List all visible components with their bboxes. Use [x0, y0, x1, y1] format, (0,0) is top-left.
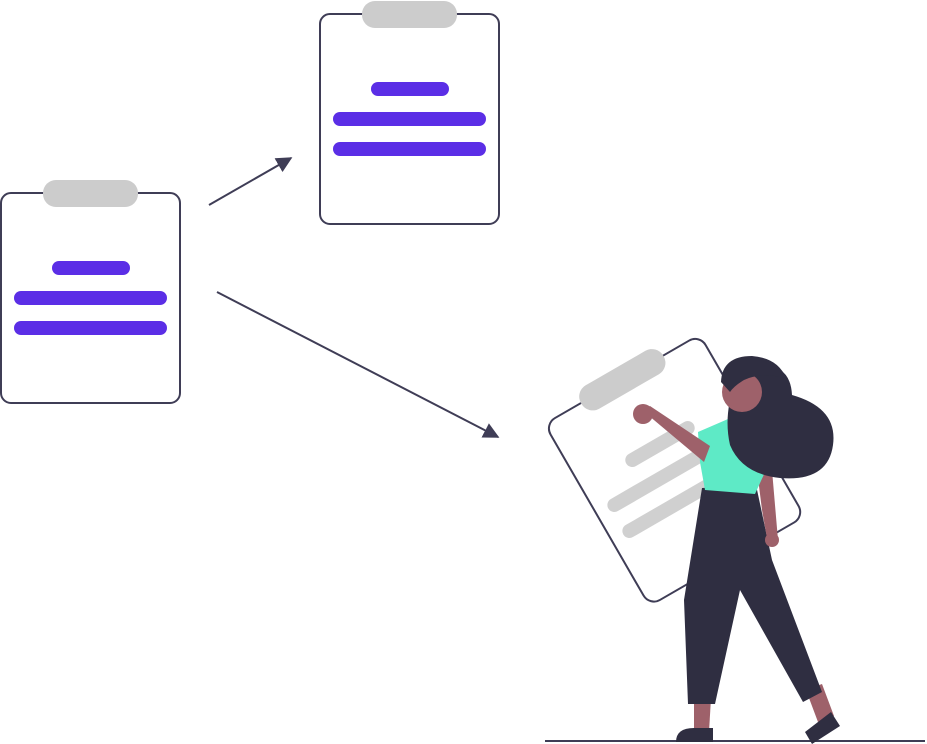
clipboard-top-line-2: [333, 142, 486, 156]
person-left-shin: [694, 698, 711, 732]
person-right-shoe: [805, 712, 840, 744]
clipboard-left: [0, 180, 181, 404]
person-back-arm: [757, 470, 778, 544]
clipboard-held-clip: [579, 349, 666, 411]
person-front-hand: [633, 404, 653, 424]
person-hair-top: [721, 356, 786, 392]
clipboard-left-line-1: [14, 291, 167, 305]
arrow-icon-to-person: [216, 291, 500, 438]
clipboard-left-clip: [43, 180, 138, 207]
person-back-hand: [765, 533, 779, 547]
arrow-icon-to-top: [208, 157, 293, 206]
clipboard-top: [319, 1, 500, 225]
person-front-arm: [642, 406, 710, 462]
clipboard-left-line-2: [14, 321, 167, 335]
person-figure: [633, 356, 840, 744]
person-pants: [684, 485, 822, 704]
person-left-shoe: [676, 728, 713, 742]
clipboard-top-line-short: [371, 82, 449, 96]
clipboard-top-line-1: [333, 112, 486, 126]
clipboard-top-clip: [362, 1, 457, 28]
clipboard-left-line-short: [52, 261, 130, 275]
